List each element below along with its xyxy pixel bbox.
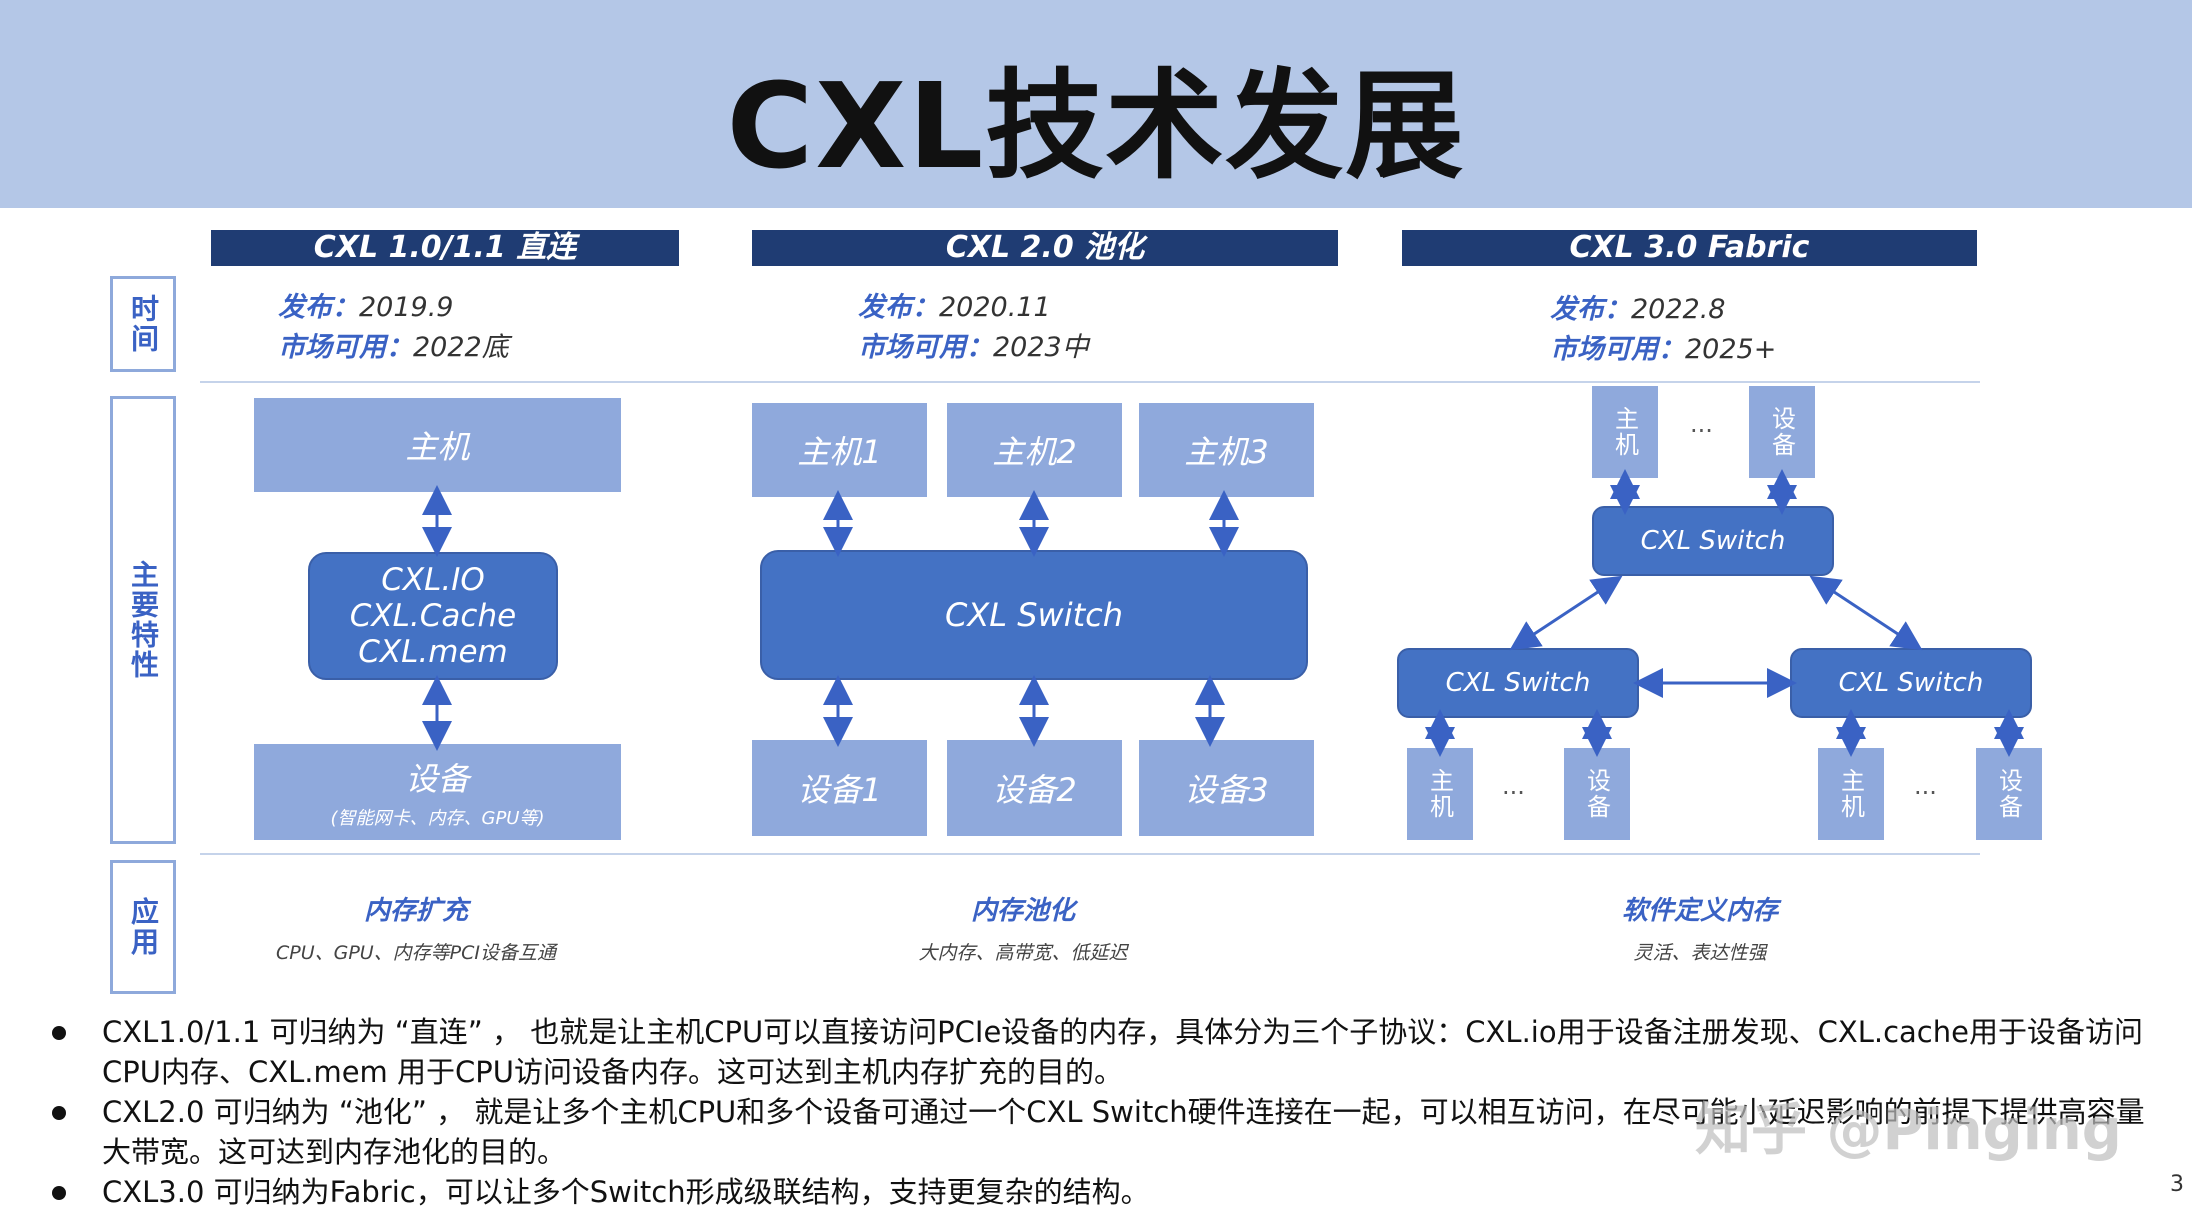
gen3-release: 发布：2022.8 市场可用：2025+: [1550, 294, 1777, 365]
gen2-release: 发布：2020.11 市场可用：2023中: [858, 292, 1089, 363]
gen3-top-host-box: 主机: [1592, 386, 1658, 478]
protocol-io: CXL.IO: [381, 562, 485, 598]
title-band: [0, 0, 2192, 208]
gen2-header: CXL 2.0 池化: [752, 230, 1338, 266]
divider-top: [200, 381, 1980, 383]
gen2-switch-box: CXL Switch: [760, 550, 1308, 680]
bullet-dot: [52, 1106, 66, 1120]
gen1-release: 发布：2019.9 市场可用：2022底: [278, 292, 509, 363]
protocol-mem: CXL.mem: [358, 634, 508, 670]
gen1-header: CXL 1.0/1.1 直连: [211, 230, 679, 266]
bullet-dot: [52, 1186, 66, 1200]
gen3-left-host-box: 主机: [1407, 748, 1473, 840]
gen2-app-title: 内存池化: [970, 896, 1075, 926]
bullet-item: CXL1.0/1.1 可归纳为 “直连” ， 也就是让主机CPU可以直接访问PC…: [52, 1012, 2162, 1092]
protocol-cache: CXL.Cache: [349, 598, 517, 634]
bullet-list: CXL1.0/1.1 可归纳为 “直连” ， 也就是让主机CPU可以直接访问PC…: [52, 1012, 2162, 1212]
gen3-left-ellipsis: ...: [1502, 772, 1525, 800]
gen3-right-host-box: 主机: [1818, 748, 1884, 840]
gen2-host2-box: 主机2: [947, 403, 1122, 497]
gen1-device-box: 设备 (智能网卡、内存、GPU等): [254, 744, 621, 840]
gen3-left-device-box: 设备: [1564, 748, 1630, 840]
page-number: 3: [2170, 1172, 2184, 1197]
bullet-item: CXL3.0 可归纳为Fabric，可以让多个Switch形成级联结构，支持更复…: [52, 1172, 2162, 1212]
gen1-app-desc: CPU、GPU、内存等PCI设备互通: [275, 942, 557, 964]
gen2-app-desc: 大内存、高带宽、低延迟: [918, 942, 1128, 964]
gen2-host3-box: 主机3: [1139, 403, 1314, 497]
gen3-right-ellipsis: ...: [1914, 772, 1937, 800]
gen3-top-ellipsis: ...: [1690, 410, 1713, 438]
bullet-item: CXL2.0 可归纳为 “池化” ， 就是让多个主机CPU和多个设备可通过一个C…: [52, 1092, 2162, 1172]
divider-bottom: [200, 853, 1980, 855]
gen3-arrow-left-diag: [1509, 575, 1623, 651]
bullet-dot: [52, 1026, 66, 1040]
gen2-device1-box: 设备1: [752, 740, 927, 836]
gen2-device3-box: 设备3: [1139, 740, 1314, 836]
gen3-right-device-box: 设备: [1976, 748, 2042, 840]
gen3-header: CXL 3.0 Fabric: [1402, 230, 1977, 266]
gen1-device-note: (智能网卡、内存、GPU等): [330, 808, 545, 829]
side-label-apps: 应用: [110, 860, 176, 994]
gen3-arrow-right-diag: [1809, 575, 1923, 651]
gen2-host1-box: 主机1: [752, 403, 927, 497]
gen3-top-switch-box: CXL Switch: [1592, 506, 1834, 576]
gen3-app-desc: 灵活、表达性强: [1633, 942, 1767, 964]
gen1-host-box: 主机: [254, 398, 621, 492]
page-title: CXL技术发展: [726, 57, 1466, 195]
gen1-app-title: 内存扩充: [363, 896, 468, 926]
gen3-app-title: 软件定义内存: [1621, 896, 1778, 926]
gen3-top-device-box: 设备: [1749, 386, 1815, 478]
gen2-device2-box: 设备2: [947, 740, 1122, 836]
watermark: 知乎 @Pinging: [1695, 1098, 2122, 1163]
side-label-features: 主要特性: [110, 396, 176, 844]
gen1-device-label: 设备: [405, 760, 470, 798]
side-label-time: 时间: [110, 276, 176, 372]
